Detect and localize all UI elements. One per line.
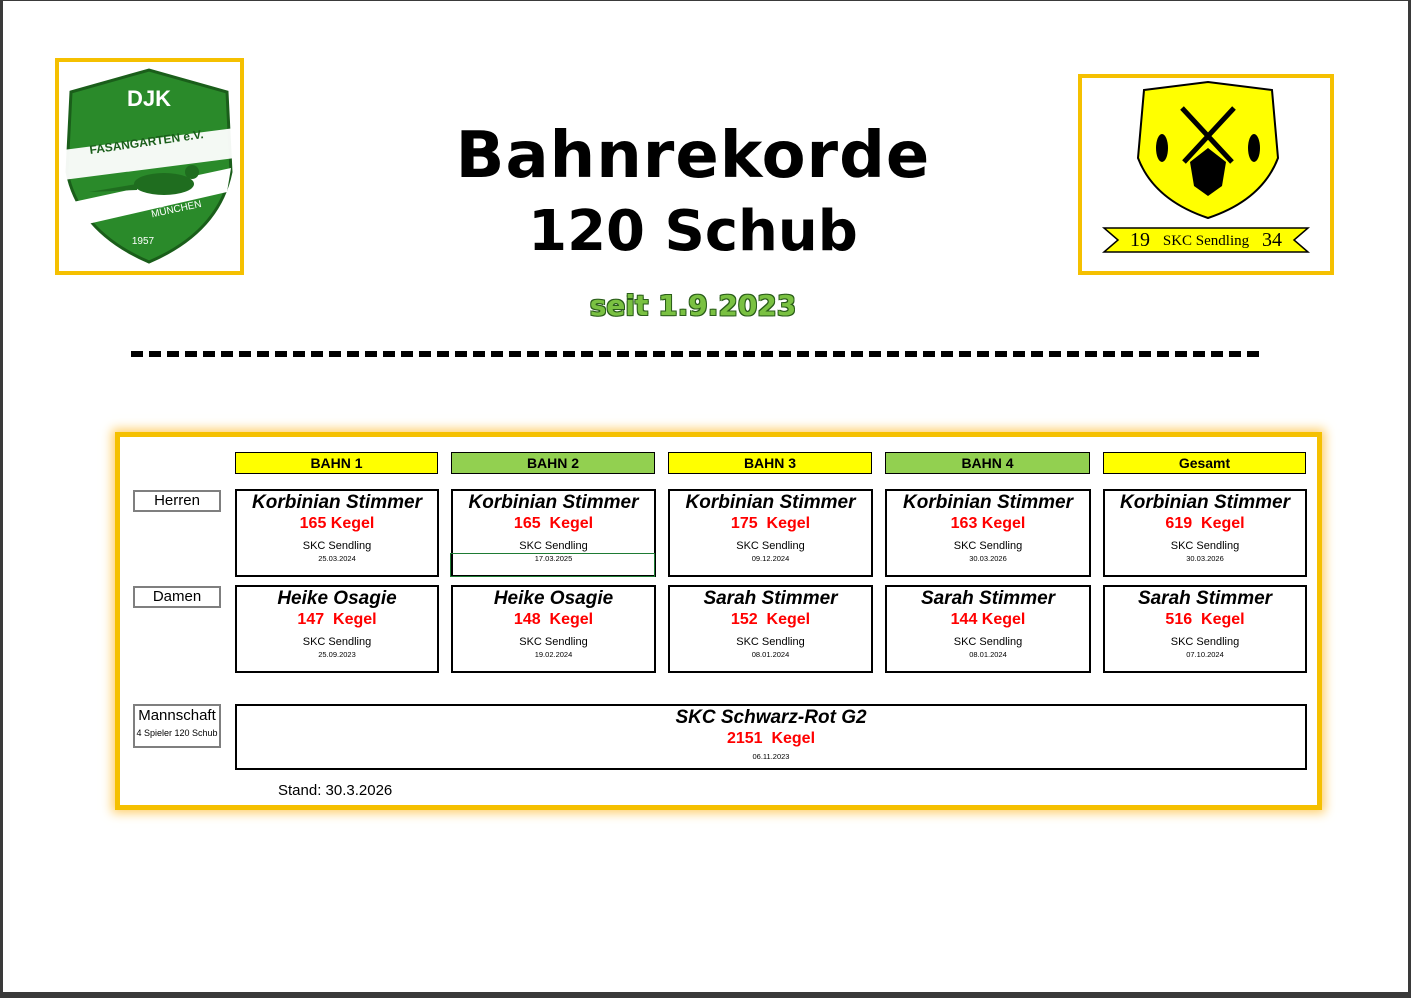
record-kegel: 516 Kegel [1165,611,1245,628]
skc-sendling-logo: 19 SKC Sendling 34 [1078,74,1334,275]
record-club: SKC Sendling [953,540,1023,552]
record-club: SKC Sendling [519,540,588,552]
record-cell-damen-bahn-3: Sarah Stimmer 152 Kegel SKC Sendling 08.… [668,585,873,673]
record-name: Heike Osagie [493,588,614,609]
record-club: SKC Sendling [302,540,372,552]
logo-year-left: 19 [1130,229,1150,251]
record-date: 30.03.2026 [1186,554,1224,563]
record-club: SKC Sendling [736,540,805,552]
dashed-divider [131,351,1259,357]
record-club: SKC Sendling [302,636,372,648]
record-name: Heike Osagie [277,588,397,609]
record-kegel: 619 Kegel [1165,515,1245,532]
record-cell-damen-gesamt: Sarah Stimmer 516 Kegel SKC Sendling 07.… [1103,585,1307,673]
record-name: Korbinian Stimmer [1120,492,1290,513]
record-cell-herren-bahn-3: Korbinian Stimmer 175 Kegel SKC Sendling… [668,489,873,577]
record-cell-damen-bahn-4: Sarah Stimmer 144 Kegel SKC Sendling 08.… [885,585,1091,673]
record-name: Korbinian Stimmer [903,492,1073,513]
record-date: 25.03.2024 [318,554,356,563]
row-label-damen: Damen [133,586,221,608]
record-kegel: 148 Kegel [513,611,594,628]
skc-wolf-shield-icon: 19 SKC Sendling 34 [1101,80,1311,253]
record-club: SKC Sendling [1170,636,1240,648]
team-name: SKC Schwarz-Rot G2 [675,707,867,728]
record-name: Korbinian Stimmer [252,492,422,513]
record-date: 19.02.2024 [534,650,573,659]
record-cell-herren-bahn-1: Korbinian Stimmer 165 Kegel SKC Sendling… [235,489,439,577]
record-date: 30.03.2026 [969,554,1007,563]
row-label-mannschaft: Mannschaft 4 Spieler 120 Schub [133,704,221,748]
record-name: Sarah Stimmer [920,588,1056,609]
record-cell-damen-bahn-1: Heike Osagie 147 Kegel SKC Sendling 25.0… [235,585,439,673]
header-bahn-3: BAHN 3 [668,452,872,474]
record-cell-herren-gesamt: Korbinian Stimmer 619 Kegel SKC Sendling… [1103,489,1307,577]
record-kegel: 165 Kegel [513,515,594,532]
record-date: 25.09.2023 [318,650,356,659]
record-cell-herren-bahn-2: Korbinian Stimmer 165 Kegel SKC Sendling… [451,489,656,577]
record-date: 08.01.2024 [751,650,790,659]
record-name: Korbinian Stimmer [468,492,639,513]
record-kegel: 147 Kegel [297,611,377,628]
record-club: SKC Sendling [519,636,588,648]
record-date: 09.12.2024 [751,554,790,563]
cell-selection-highlight[interactable] [450,553,655,577]
mannschaft-sublabel: 4 Spieler 120 Schub [136,728,218,738]
record-club: SKC Sendling [1170,540,1240,552]
record-cell-mannschaft: SKC Schwarz-Rot G2 2151 Kegel 06.11.2023 [235,704,1307,770]
djk-shield-icon: DJK FASANGARTEN e.V. MÜNCHEN 1957 [63,68,235,264]
row-label-herren: Herren [133,490,221,512]
header-bahn-2: BAHN 2 [451,452,655,474]
djk-fasangarten-logo: DJK FASANGARTEN e.V. MÜNCHEN 1957 [55,58,244,275]
logo-right-name: SKC Sendling [1163,233,1250,249]
record-date: 08.01.2024 [969,650,1007,659]
record-date: 07.10.2024 [1186,650,1224,659]
stand-date: Stand: 30.3.2026 [278,782,393,799]
record-kegel: 175 Kegel [730,515,811,532]
page-title: Bahnrekorde [455,119,931,193]
header-bahn-4: BAHN 4 [885,452,1090,474]
record-name: Sarah Stimmer [1137,588,1273,609]
logo-club-text: DJK [127,86,171,111]
record-kegel: 165 Kegel [299,515,375,532]
header-bahn-1: BAHN 1 [235,452,438,474]
team-date: 06.11.2023 [752,752,790,761]
logo-year-right: 34 [1262,229,1282,251]
record-kegel: 144 Kegel [950,611,1026,628]
record-name: Korbinian Stimmer [685,492,856,513]
record-kegel: 152 Kegel [730,611,811,628]
record-club: SKC Sendling [736,636,805,648]
record-date: 17.03.2025 [534,554,573,563]
header-gesamt: Gesamt [1103,452,1306,474]
record-name: Sarah Stimmer [703,588,838,609]
record-cell-damen-bahn-2: Heike Osagie 148 Kegel SKC Sendling 19.0… [451,585,656,673]
since-date: seit 1.9.2023 [589,289,797,322]
mannschaft-label: Mannschaft [138,707,216,724]
record-kegel: 163 Kegel [950,515,1026,532]
record-club: SKC Sendling [953,636,1023,648]
logo-year-text: 1957 [132,236,155,247]
record-cell-herren-bahn-4: Korbinian Stimmer 163 Kegel SKC Sendling… [885,489,1091,577]
page-subtitle: 120 Schub [528,199,858,264]
team-kegel: 2151 Kegel [726,730,816,747]
